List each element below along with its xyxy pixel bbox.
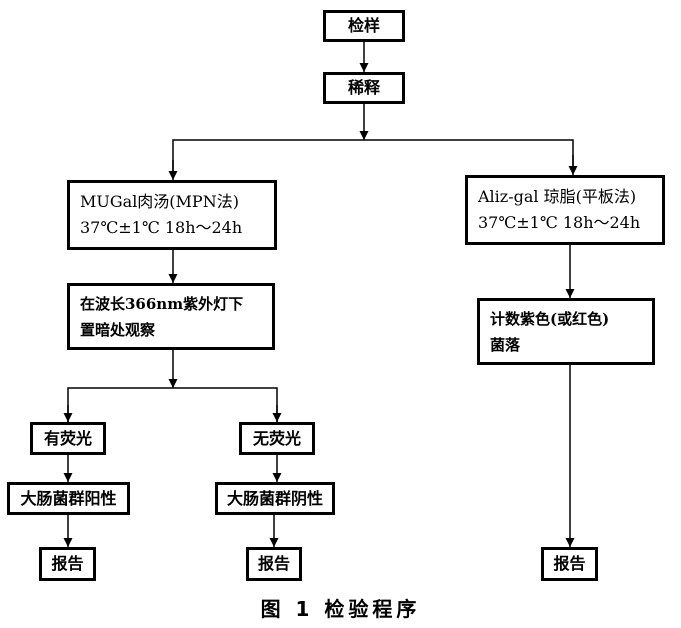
- node-report-right: 报告: [541, 547, 598, 581]
- node-uv-line2: 置暗处观察: [80, 320, 156, 339]
- node-uv: 在波长366nm紫外灯下 置暗处观察: [67, 283, 275, 350]
- node-negative: 大肠菌群阴性: [215, 482, 335, 515]
- node-positive-label: 大肠菌群阳性: [20, 488, 117, 508]
- figure-caption: 图 1 检验程序: [260, 597, 421, 621]
- node-count-line1: 计数紫色(或红色): [490, 309, 610, 328]
- node-uv-line1: 在波长366nm紫外灯下: [80, 294, 244, 313]
- node-aliz-line2: 37℃±1℃ 18h～24h: [478, 213, 641, 232]
- node-fluor-no: 无荧光: [239, 422, 315, 455]
- split-line-bottom: [67, 387, 278, 422]
- node-count-line2: 菌落: [490, 335, 521, 354]
- node-report-left-label: 报告: [51, 554, 84, 573]
- node-dilute-label: 稀释: [347, 78, 380, 97]
- node-mugal: MUGal肉汤(MPN法) 37℃±1℃ 18h～24h: [67, 180, 277, 250]
- node-fluor-yes-label: 有荧光: [43, 428, 92, 448]
- node-report-left: 报告: [39, 547, 96, 581]
- node-report-mid-label: 报告: [257, 554, 290, 573]
- node-mugal-line2: 37℃±1℃ 18h～24h: [80, 218, 243, 237]
- node-fluor-no-label: 无荧光: [252, 428, 301, 448]
- node-aliz: Aliz-gal 琼脂(平板法) 37℃±1℃ 18h～24h: [465, 175, 665, 245]
- node-sample-label: 检样: [347, 16, 380, 35]
- node-sample: 检样: [323, 10, 405, 42]
- node-report-right-label: 报告: [553, 554, 586, 573]
- node-fluor-yes: 有荧光: [30, 422, 106, 455]
- node-aliz-line1: Aliz-gal 琼脂(平板法): [478, 187, 637, 206]
- node-dilute: 稀释: [323, 72, 405, 104]
- split-line-top: [172, 139, 574, 178]
- node-positive: 大肠菌群阳性: [7, 482, 130, 515]
- node-negative-label: 大肠菌群阴性: [226, 488, 323, 508]
- node-count: 计数紫色(或红色) 菌落: [477, 298, 655, 365]
- node-report-mid: 报告: [246, 547, 302, 581]
- node-mugal-line1: MUGal肉汤(MPN法): [80, 192, 239, 211]
